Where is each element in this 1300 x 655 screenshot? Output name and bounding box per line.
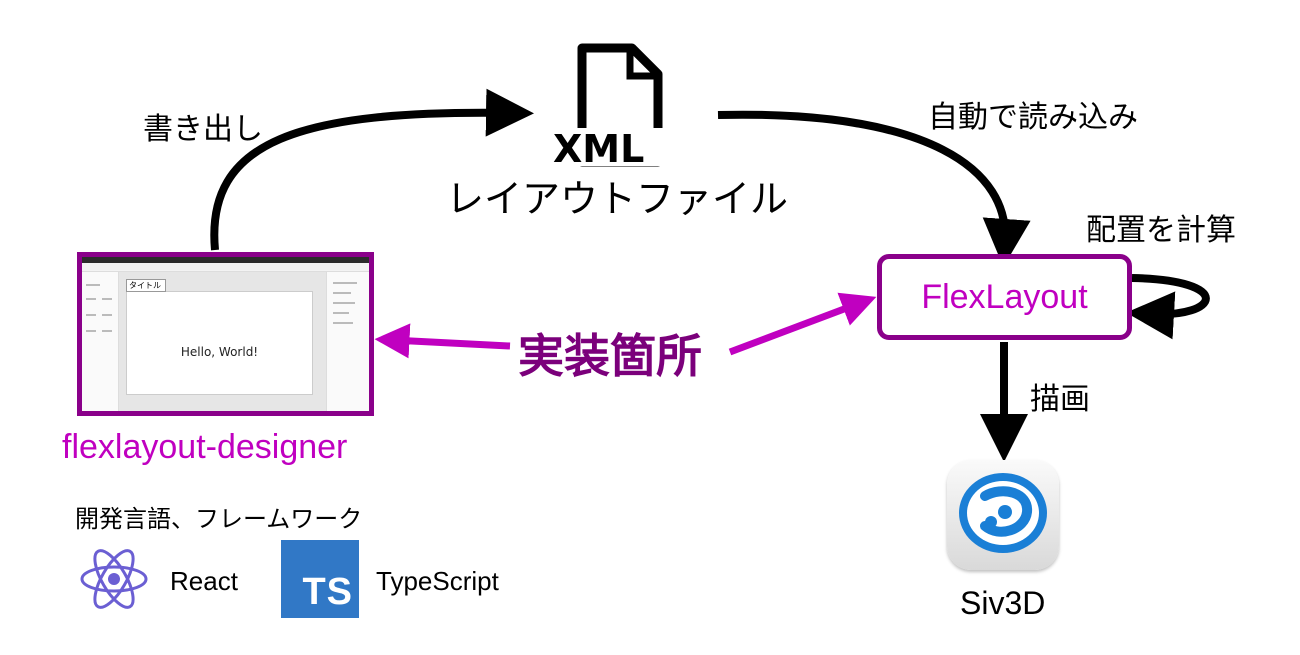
- auto-load-label: 自動で読み込み: [928, 100, 1138, 135]
- siv3d-name: Siv3D: [960, 585, 1046, 621]
- flexlayout-name: FlexLayout: [921, 277, 1088, 316]
- screenshot-hello-text: Hello, World!: [180, 345, 259, 359]
- xml-badge: XML: [553, 127, 645, 171]
- draw-label: 描画: [1030, 382, 1090, 417]
- screenshot-canvas: [126, 291, 313, 395]
- implementation-arrow-left: [374, 323, 511, 359]
- designer-name: flexlayout-designer: [62, 428, 348, 466]
- screenshot-toolbar: [82, 263, 369, 272]
- layout-file-caption: レイアウトファイル: [446, 177, 789, 221]
- flexlayout-box: FlexLayout: [877, 254, 1132, 340]
- typescript-badge: TS: [302, 571, 353, 613]
- typescript-icon: TS: [281, 540, 359, 618]
- implementation-label: 実装箇所: [512, 320, 708, 386]
- export-arrow: [210, 88, 534, 251]
- designer-screenshot: タイトル Hello, World!: [77, 252, 374, 416]
- screenshot-property-panel: [326, 272, 369, 411]
- compute-layout-label: 配置を計算: [1086, 213, 1236, 248]
- tech-heading: 開発言語、フレームワーク: [75, 505, 363, 533]
- implementation-arrow-right: [728, 292, 877, 356]
- react-label: React: [170, 566, 238, 596]
- screenshot-component-panel: [82, 272, 119, 411]
- auto-load-arrow: [717, 110, 1031, 267]
- export-label: 書き出し: [143, 112, 263, 147]
- siv3d-logo-icon: [947, 460, 1059, 570]
- react-icon: [78, 543, 150, 615]
- typescript-label: TypeScript: [376, 566, 499, 596]
- xml-file-icon: [560, 42, 665, 170]
- screenshot-title-field: タイトル: [126, 279, 166, 292]
- screenshot-titlebar: [82, 257, 369, 263]
- compute-loop-arrow: [1126, 274, 1210, 340]
